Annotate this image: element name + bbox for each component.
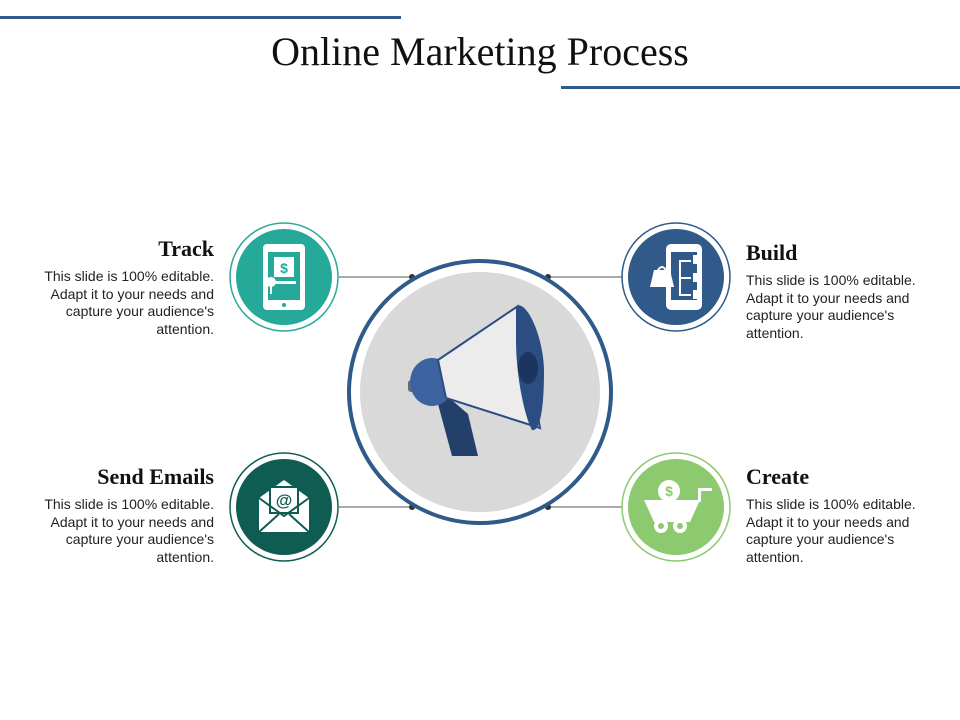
phone-shopping-icon xyxy=(650,244,702,310)
create-node: $ xyxy=(621,452,731,562)
track-node: $ xyxy=(229,222,339,332)
send-emails-description: This slide is 100% editable. Adapt it to… xyxy=(44,496,214,565)
send-emails-title: Send Emails xyxy=(97,464,214,489)
cart-dollar-icon: $ xyxy=(644,480,712,533)
create-title: Create xyxy=(746,464,810,489)
megaphone-icon xyxy=(408,304,544,456)
svg-text:$: $ xyxy=(665,483,673,499)
track-text-block: Track This slide is 100% editable. Adapt… xyxy=(14,236,214,338)
top-accent-line xyxy=(0,16,401,19)
track-description: This slide is 100% editable. Adapt it to… xyxy=(44,268,214,337)
build-text-block: Build This slide is 100% editable. Adapt… xyxy=(746,240,946,342)
tablet-dollar-icon: $ xyxy=(263,244,305,310)
build-title: Build xyxy=(746,240,798,265)
create-text-block: Create This slide is 100% editable. Adap… xyxy=(746,464,946,566)
create-description: This slide is 100% editable. Adapt it to… xyxy=(746,496,916,565)
svg-text:@: @ xyxy=(276,491,293,510)
svg-text:$: $ xyxy=(280,260,288,276)
envelope-at-icon: @ xyxy=(258,480,310,533)
send-emails-text-block: Send Emails This slide is 100% editable.… xyxy=(14,464,214,566)
build-description: This slide is 100% editable. Adapt it to… xyxy=(746,272,916,341)
page-title: Online Marketing Process xyxy=(271,29,689,74)
build-node xyxy=(621,222,731,332)
center-hub xyxy=(347,259,613,525)
connector-lines xyxy=(339,276,622,508)
send-emails-node: @ xyxy=(229,452,339,562)
right-accent-line xyxy=(561,86,960,89)
track-title: Track xyxy=(158,236,214,261)
